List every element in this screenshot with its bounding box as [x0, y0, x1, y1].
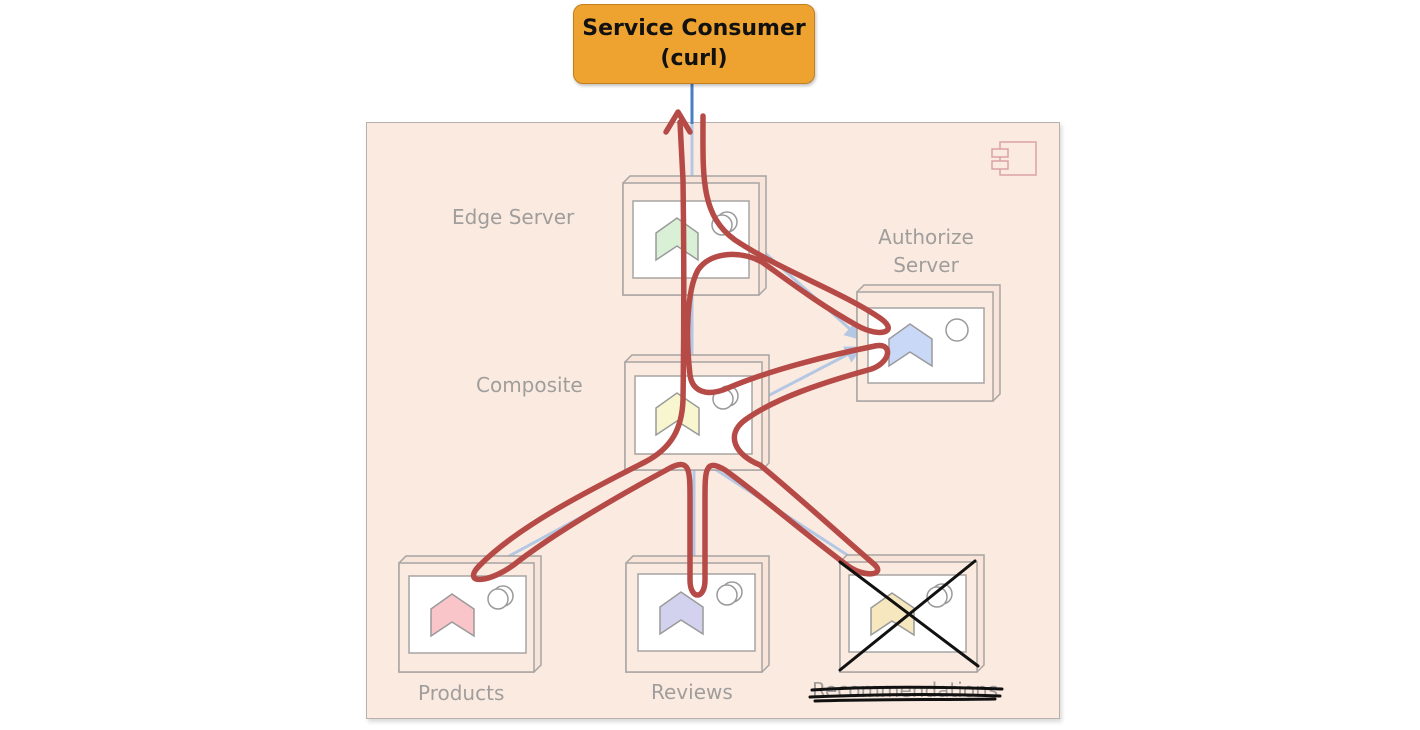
reviews-node [625, 555, 770, 673]
service-chevron-icon [659, 591, 704, 636]
service-chevron-icon [655, 217, 699, 262]
authorize-label-line2: Server [893, 253, 959, 277]
authorize-server-label: Authorize Server [866, 223, 986, 279]
edge-server-label: Edge Server [452, 205, 575, 229]
service-chevron-icon [430, 593, 475, 638]
service-consumer-box: Service Consumer (curl) [573, 4, 815, 84]
port-circle-icon [945, 318, 969, 342]
products-node [398, 555, 542, 673]
component-icon [991, 141, 1037, 176]
composite-node [624, 354, 770, 471]
flow-arrowhead [663, 109, 693, 135]
cross-out-icon [838, 559, 980, 672]
composite-label: Composite [476, 373, 583, 397]
service-consumer-title: Service Consumer [582, 16, 806, 41]
reviews-label: Reviews [651, 680, 733, 704]
service-chevron-icon [655, 392, 700, 437]
request-flow-path [470, 113, 891, 598]
service-consumer-subtitle: (curl) [660, 46, 728, 71]
authorize-label-line1: Authorize [878, 225, 974, 249]
products-label: Products [418, 681, 505, 705]
service-chevron-icon [870, 592, 915, 637]
authorize-server-node [856, 284, 1001, 402]
service-chevron-icon [888, 323, 933, 368]
